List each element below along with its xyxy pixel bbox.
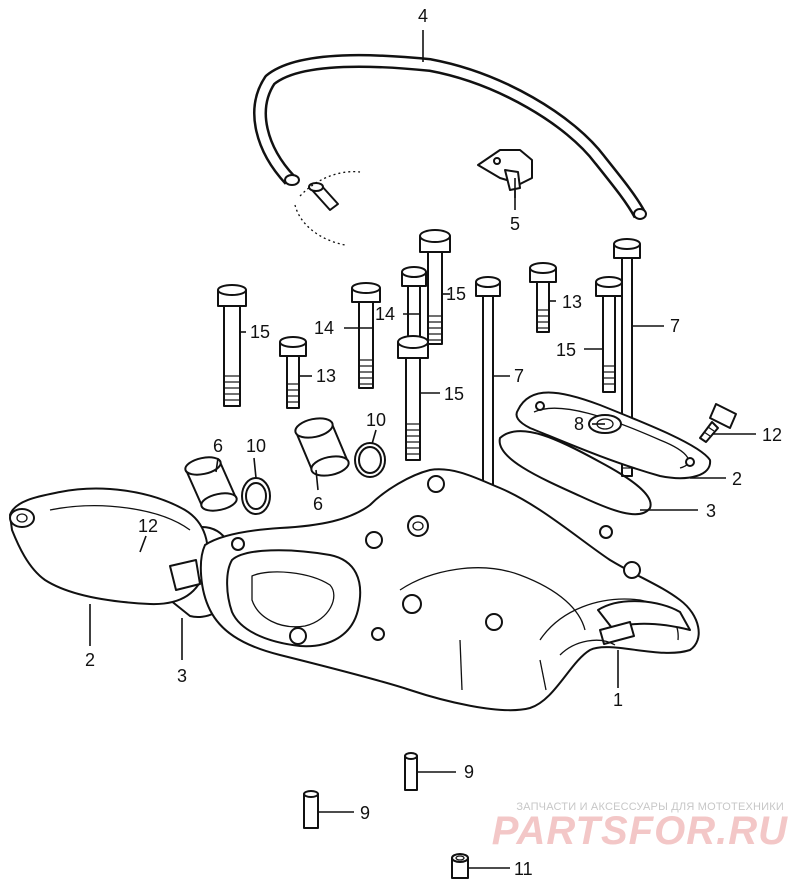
watermark-logo: PARTSFOR.RU bbox=[491, 809, 788, 853]
callout-10-right: 10 bbox=[366, 410, 386, 430]
callout-15-right: 15 bbox=[556, 340, 576, 360]
callout-7-center: 7 bbox=[514, 366, 524, 386]
callout-14-left: 14 bbox=[314, 318, 334, 338]
sleeve-6-left bbox=[184, 456, 238, 512]
dowel-pin-9-lower bbox=[303, 790, 319, 829]
callout-11: 11 bbox=[514, 859, 533, 879]
callout-15-left: 15 bbox=[250, 322, 270, 342]
callout-3-left: 3 bbox=[177, 666, 187, 686]
cover-2-right bbox=[515, 391, 712, 480]
callout-10-left: 10 bbox=[246, 436, 266, 456]
callout-labels: 4 5 15 13 14 14 15 15 7 13 15 7 8 12 2 3… bbox=[85, 6, 782, 879]
cover-2-left bbox=[9, 487, 209, 606]
hose-part-4 bbox=[253, 53, 647, 220]
hose-fitting bbox=[294, 170, 361, 246]
bolt-15-top bbox=[419, 229, 451, 345]
clamp-part-5 bbox=[477, 149, 533, 210]
o-ring-10-right bbox=[354, 442, 386, 478]
leader-lines bbox=[89, 178, 756, 869]
callout-4: 4 bbox=[418, 6, 428, 26]
callout-5: 5 bbox=[510, 214, 520, 234]
callout-6-right: 6 bbox=[313, 494, 323, 514]
bolt-13-right bbox=[529, 262, 557, 333]
callout-13-right: 13 bbox=[562, 292, 582, 312]
callout-1: 1 bbox=[613, 690, 623, 710]
callout-15-center: 15 bbox=[444, 384, 464, 404]
callout-12-right: 12 bbox=[762, 425, 782, 445]
dowel-pin-9-upper bbox=[404, 752, 418, 791]
callout-12-left: 12 bbox=[138, 516, 158, 536]
callout-7-right: 7 bbox=[670, 316, 680, 336]
callout-9-lower: 9 bbox=[360, 803, 370, 823]
callout-3-right: 3 bbox=[706, 501, 716, 521]
bolt-13-left bbox=[279, 336, 307, 409]
sleeve-6-right bbox=[294, 417, 350, 477]
housing-part-1 bbox=[199, 468, 700, 712]
callout-6-left: 6 bbox=[213, 436, 223, 456]
callout-14-center: 14 bbox=[375, 304, 395, 324]
callout-8: 8 bbox=[574, 414, 584, 434]
bolt-15-left bbox=[217, 284, 247, 407]
callout-2-left: 2 bbox=[85, 650, 95, 670]
watermark-tagline: ЗАПЧАСТИ И АКСЕССУАРЫ ДЛЯ МОТОТЕХНИКИ bbox=[516, 801, 784, 813]
bolt-12-right bbox=[699, 403, 737, 443]
callout-13-left: 13 bbox=[316, 366, 336, 386]
o-ring-10-left bbox=[241, 477, 271, 515]
bolt-15-center bbox=[397, 335, 429, 461]
bolt-15-right bbox=[595, 276, 623, 393]
callout-9-upper: 9 bbox=[464, 762, 474, 782]
gasket-3-right bbox=[498, 430, 652, 516]
callout-15-top: 15 bbox=[446, 284, 466, 304]
callout-2-right: 2 bbox=[732, 469, 742, 489]
bolt-14-left bbox=[351, 282, 381, 389]
collar-11 bbox=[451, 853, 469, 879]
